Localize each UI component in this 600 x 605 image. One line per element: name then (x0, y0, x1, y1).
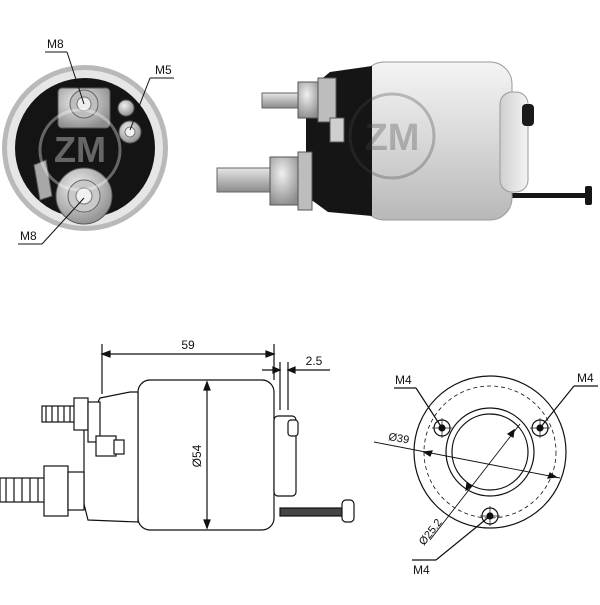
end-stud (522, 104, 534, 126)
label-m5: M5 (155, 63, 172, 77)
bracket (329, 117, 345, 143)
bolt-circle (423, 385, 557, 519)
upper-terminal-washer (87, 401, 101, 443)
label-m8-top: M8 (47, 37, 64, 51)
terminal-m5 (117, 99, 142, 144)
mid-hardware (95, 435, 117, 457)
hole-label-top-left: M4 (395, 373, 412, 387)
upper-stud (261, 92, 303, 109)
dim-offset (262, 362, 330, 410)
photo-side-watermark: ZM (348, 92, 436, 180)
terminal-m8-bottom (33, 159, 113, 225)
dim-diameter (203, 380, 211, 530)
lower-nut (269, 156, 301, 206)
dim-length (100, 344, 276, 394)
leader-line (129, 77, 151, 131)
watermark-text: ZM (365, 117, 420, 159)
terminal-m8-top (57, 87, 111, 129)
upper-nut (297, 81, 321, 119)
end-cap (499, 91, 529, 193)
dim-diameter-label: Ø54 (190, 444, 204, 467)
bore-dim-label: Ø25.2 (417, 517, 445, 548)
lower-washer (297, 151, 313, 211)
lower-thread-lines (5, 478, 39, 502)
hole-label-bottom: M4 (413, 563, 430, 577)
upper-thread-lines (45, 406, 71, 422)
upper-washer (317, 77, 337, 123)
body-outline (137, 379, 275, 531)
upper-terminal-nut (73, 397, 89, 431)
outer-circle (413, 375, 567, 529)
photo-side-view: ZM (216, 61, 592, 221)
cap-stud (287, 419, 299, 437)
lower-terminal-washer (67, 471, 85, 511)
end-view-leaders (373, 385, 598, 561)
dim-length-label: 59 (181, 338, 195, 352)
lower-terminal-nut (43, 465, 69, 517)
watermark-text: ZM (54, 129, 106, 170)
hole-label-top-right: M4 (577, 371, 594, 385)
rod-head (341, 499, 355, 523)
mid-hardware (113, 439, 125, 455)
rod-outline (279, 507, 351, 517)
leader-line (66, 51, 85, 105)
label-m8-bottom: M8 (20, 229, 37, 243)
drawing-end-view (373, 375, 598, 561)
bore-inner (451, 413, 529, 491)
upper-terminal-thread (41, 405, 77, 423)
lower-terminal-thread (0, 477, 47, 503)
lower-stud (216, 167, 276, 193)
plunger-head (585, 186, 592, 205)
plunger-rod (510, 193, 592, 198)
bolt-circle-dim-label: Ø39 (387, 431, 410, 446)
dim-offset-label: 2.5 (306, 354, 323, 368)
photo-end-watermark: ZM (38, 108, 122, 192)
photo-end-view: ZM M8 M5 M8 (2, 37, 174, 245)
leader-line (41, 197, 85, 245)
drawing-side-view (0, 344, 355, 531)
photo-end-labels: M8 M5 M8 (18, 37, 174, 245)
bore-outer (445, 407, 535, 497)
